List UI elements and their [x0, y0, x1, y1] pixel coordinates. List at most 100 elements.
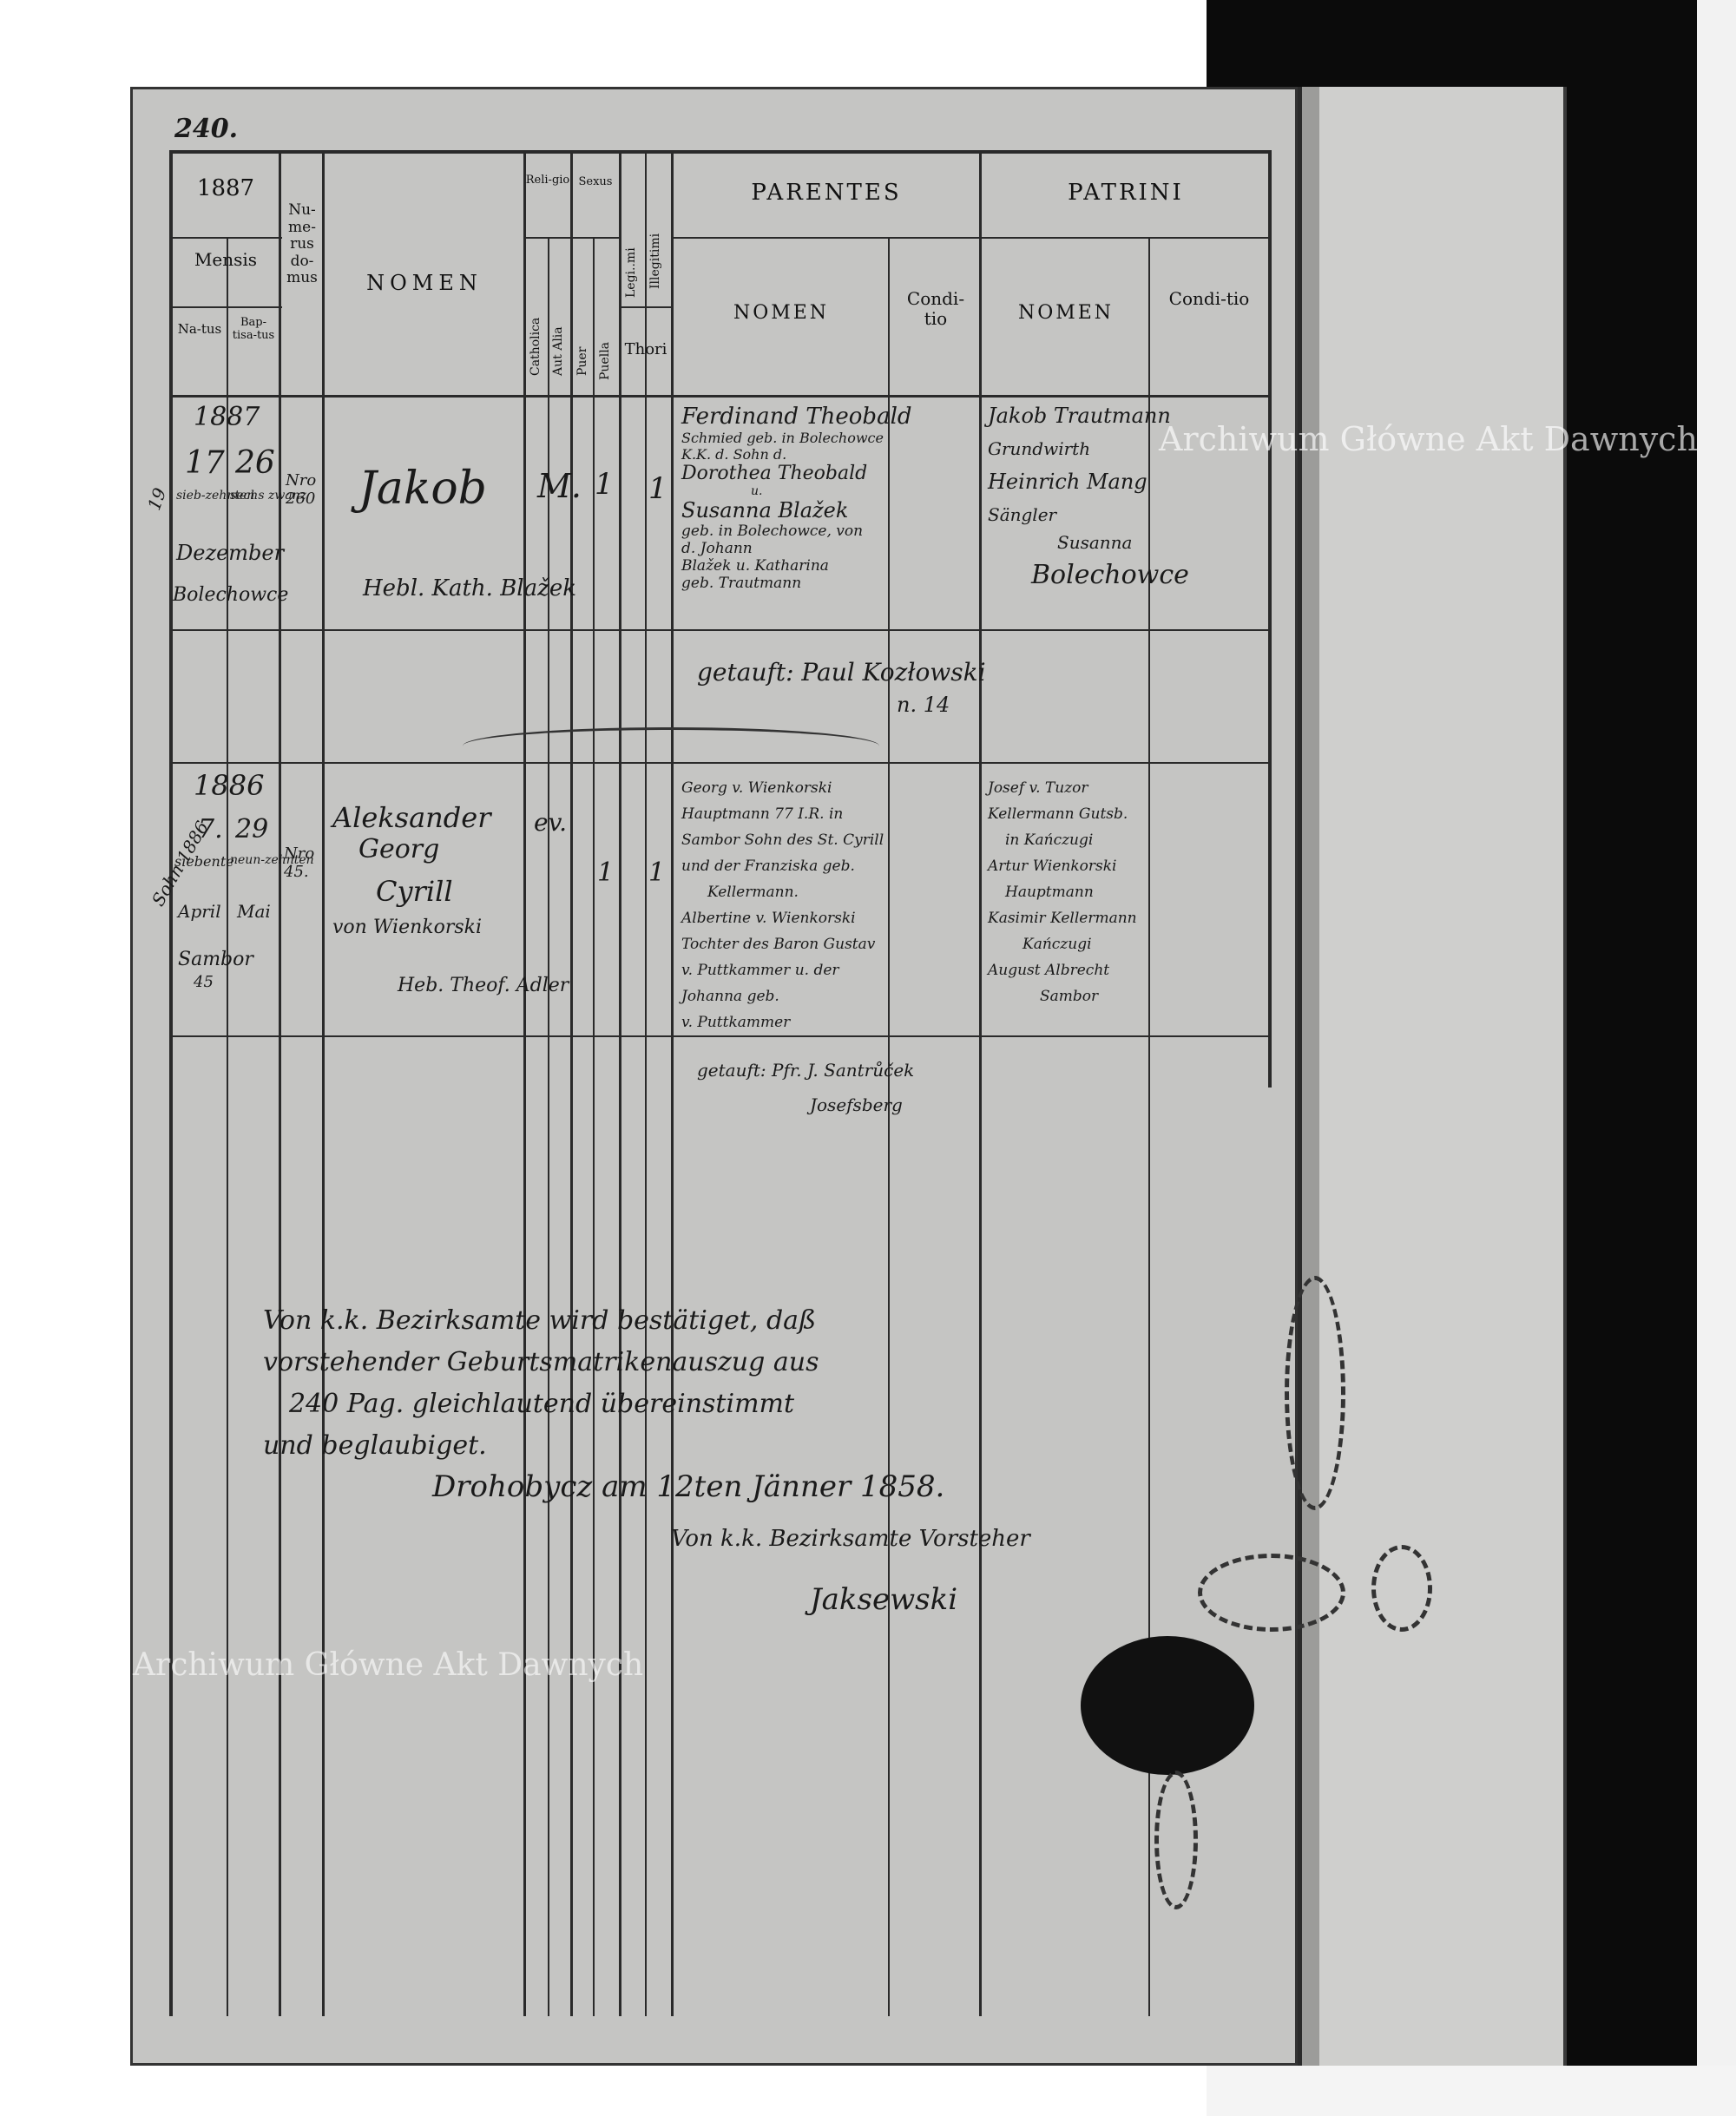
entry2-parentes-line: Albertine v. Wienkorski [681, 910, 856, 927]
entry2-baptisatus: 29 [235, 814, 269, 844]
wax-seal [1081, 1636, 1254, 1775]
header-religio: Reli-gio [525, 174, 570, 187]
entry2-year: 1886 [194, 769, 265, 802]
entry2-patrini-line: in Kańczugi [1005, 831, 1094, 849]
col-line-legitimi [645, 150, 647, 2016]
certification-line: und beglaubiget. [263, 1430, 487, 1461]
scan-margin-bottom [1207, 2066, 1736, 2116]
entry1-patrini-line: Jakob Trautmann [988, 404, 1171, 428]
entry2-patrini-line: Artur Wienkorski [988, 858, 1117, 875]
entry2-parentes: Georg v. Wienkorski Hauptmann 77 I.R. in… [681, 775, 976, 1035]
header-catholica: Catholica [529, 317, 542, 376]
entry2-place-num: 45 [194, 973, 214, 991]
certification-block: Von k.k. Bezirksamte wird bestätiget, da… [263, 1300, 1261, 1467]
entry2-parentes-line: v. Puttkammer u. der [681, 962, 839, 979]
entry1-parentes-line: d. Johann [681, 540, 753, 557]
header-numerus-domus: Nu-me-rus do-mus [286, 201, 318, 287]
entry1-place: Bolechowce [173, 584, 289, 606]
parentes-line [671, 237, 1272, 239]
entry1-margin-note: 19 [143, 484, 171, 514]
thori-line [619, 306, 671, 308]
entry1-parentes-line: K.K. d. Sohn d. [681, 446, 787, 463]
col-line-patrini-nomen [1148, 237, 1150, 2016]
entry2-parentes-line: Johanna geb. [681, 988, 779, 1005]
entry1-patrini-line: Bolechowce [1031, 560, 1189, 590]
header-year: 1887 [196, 175, 255, 201]
entry2-religio: ev. [534, 808, 567, 837]
header-natus: Na-tus [177, 321, 222, 337]
entry2-natus-word: siebente [174, 853, 234, 870]
entry1-patrini-line: Heinrich Mang [988, 470, 1147, 494]
seal-cord [1285, 1276, 1345, 1510]
entry2-parentes-line: Kellermann. [707, 884, 799, 901]
header-legitimi: Legi..mi [624, 247, 638, 298]
entry2-bottom-line [169, 1035, 1272, 1037]
col-line-parentes-nomen [888, 237, 890, 2016]
entry2-baptized-by: getauft: Pfr. J. Santrůček [697, 1060, 915, 1081]
col-line-nomen [523, 150, 526, 2016]
col-line-thori [671, 150, 674, 2016]
entry2-parentes-line: Tochter des Baron Gustav [681, 936, 876, 953]
mensis-line [169, 237, 282, 239]
entry1-religio: M. [537, 467, 582, 505]
entry2-patrini-line: Hauptmann [1005, 884, 1094, 901]
entry1-parentes-line: geb. Trautmann [681, 575, 802, 592]
entry1-baptized-by: getauft: Paul Kozłowski [697, 658, 986, 687]
natus-line [169, 306, 282, 308]
entry2-patrini-line: Kasimir Kellermann [988, 910, 1137, 927]
entry2-parentes-line: v. Puttkammer [681, 1014, 791, 1031]
entry2-parentes-line: und der Franziska geb. [681, 858, 855, 875]
entry1-name: Jakob [358, 463, 487, 515]
entry1-baptisatus-word: sechs zwanz [230, 489, 307, 503]
entry1-parentes: Ferdinand Theobald Schmied geb. in Bolec… [681, 404, 976, 592]
entry2-natus: 7. [198, 814, 223, 844]
header-aut-alia: Aut Alia [551, 326, 565, 376]
table-right-line [1268, 150, 1272, 1088]
entry2-parentes-line: Georg v. Wienkorski [681, 779, 832, 797]
header-parentes-conditio: Condi-tio [906, 288, 965, 329]
entry2-legitimi: 1 [648, 858, 666, 888]
entry1-natus-word: sieb-zehnten [176, 489, 255, 503]
seal-cord [1371, 1545, 1432, 1632]
entry2-name-line: Cyrill [376, 875, 453, 908]
entry2-name-line: Aleksander [332, 801, 491, 834]
entry2-parentes-line: Sambor Sohn des St. Cyrill [681, 831, 884, 849]
seal-cord [1198, 1554, 1345, 1632]
register-page: 240. 1887 Mensis Na-tus Bap-tisa-tus Nu-… [130, 87, 1298, 2066]
entry2-name: Aleksander Georg Cyrill von Wienkorski [332, 801, 523, 938]
book-binding [1298, 87, 1567, 2066]
header-patrini: PATRINI [1068, 180, 1184, 206]
entry1-house: Nro 260 [286, 471, 317, 508]
certification-line: 240 Pag. gleichlautend übereinstimmt [289, 1389, 795, 1419]
entry2-month2: Mai [237, 901, 271, 922]
entry1-parentes-line: Blažek u. Katharina [681, 557, 829, 575]
binding-edge [1302, 87, 1319, 2066]
certification-office: Von k.k. Bezirksamte Vorsteher [671, 1526, 1030, 1552]
entry2-month: April [178, 901, 221, 922]
entry2-patrini-line: Josef v. Tuzor [988, 779, 1088, 797]
page-number: 240. [174, 114, 239, 144]
header-baptisatus: Bap-tisa-tus [232, 316, 275, 342]
table-top-line [169, 150, 1272, 154]
entry2-patrini-line: Kańczugi [1023, 936, 1092, 953]
header-nomen: NOMEN [366, 271, 483, 295]
entry1-patrini-line: Susanna [1057, 532, 1133, 553]
entry1-baptisatus: 26 [235, 445, 275, 481]
entry1-patrini-line: Sängler [988, 504, 1057, 525]
entry2-baptized-note: Josefsberg [810, 1094, 903, 1115]
entry1-patrini-line: Grundwirth [988, 438, 1091, 459]
entry2-place: Sambor [178, 949, 253, 970]
entry2-patrini-line: Sambor [1040, 988, 1099, 1005]
signature: Jaksewski [810, 1582, 958, 1617]
certification-line: Von k.k. Bezirksamte wird bestätiget, da… [263, 1305, 817, 1336]
entry1-name-note: Hebl. Kath. Blažek [363, 575, 576, 601]
header-puella: Puella [598, 341, 612, 380]
scan-margin [1697, 0, 1736, 2116]
entry1-parentes-line: u. [751, 484, 763, 498]
col-line-natus [227, 237, 228, 2016]
entry1-parentes-line: Dorothea Theobald [681, 463, 868, 484]
col-line-religio-end [570, 150, 573, 2016]
entry2-name-note: Heb. Theof. Adler [398, 975, 569, 996]
header-thori: Thori [624, 340, 667, 358]
entry1-sexus: 1 [595, 467, 614, 502]
